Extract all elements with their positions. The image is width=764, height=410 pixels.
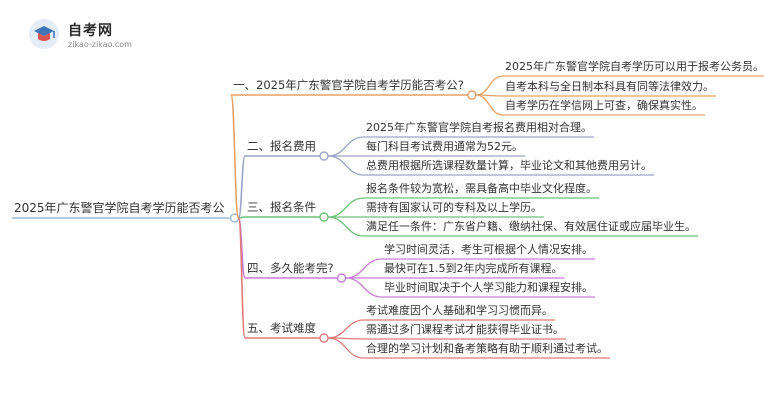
branch-5-leaf-3: 合理的学习计划和备考策略有助于顺利通过考试。 — [366, 342, 608, 355]
site-logo[interactable]: 自考网 zikao-zikao.com — [28, 18, 138, 58]
branch-5: 五、考试难度 — [247, 321, 316, 335]
branch-1-dot — [467, 90, 477, 100]
branch-1-leaf-3: 自考学历在学信网上可查，确保真实性。 — [505, 99, 703, 112]
branch-5-leaf-1-link — [327, 319, 365, 339]
branch-5-link — [237, 217, 246, 339]
branch-1-leaf-2: 自考本科与全日制本科具有同等法律效力。 — [505, 80, 714, 93]
branch-4-leaf-1-link — [345, 258, 383, 279]
branch-2-leaf-1: 2025年广东警官学院自考报名费用相对合理。 — [366, 121, 592, 134]
branch-3-leaf-2: 需持有国家认可的专科及以上学历。 — [366, 201, 542, 214]
branch-4-leaf-2: 最快可在1.5到2年内完成所有课程。 — [384, 262, 563, 275]
branch-1-leaf-1: 2025年广东警官学院自考学历可以用于报考公务员。 — [505, 60, 764, 73]
graduation-cap-icon — [29, 19, 59, 49]
branch-3-leaf-3: 满足任一条件：广东省户籍、缴纳社保、有效居住证或应届毕业生。 — [366, 220, 696, 233]
branch-2-link — [237, 155, 246, 219]
branch-5-leaf-2: 需通过多门课程考试才能获得毕业证书。 — [366, 323, 564, 336]
branch-5-leaf-3-link — [327, 337, 365, 359]
branch-1-link — [230, 94, 240, 219]
branch-1-leaf-1-link — [475, 75, 504, 96]
branch-3-leaf-3-link — [327, 216, 365, 237]
branch-4-leaf-3: 毕业时间取决于个人学习能力和课程安排。 — [384, 281, 593, 294]
branch-2-leaf-1-link — [327, 136, 365, 157]
branch-3: 三、报名条件 — [247, 200, 316, 214]
branch-5-dot — [319, 333, 329, 343]
branch-1: 一、2025年广东警官学院自考学历能否考公? — [233, 78, 464, 92]
branch-2-leaf-3: 总费用根据所选课程数量计算，毕业论文和其他费用另计。 — [366, 159, 652, 172]
branch-4: 四、多久能考完? — [247, 261, 334, 275]
branch-1-leaf-3-link — [475, 94, 504, 116]
root-node: 2025年广东警官学院自考学历能否考公 — [14, 201, 225, 215]
logo-subtitle: zikao-zikao.com — [68, 40, 132, 49]
branch-3-leaf-1: 报名条件较为宽松，需具备高中毕业文化程度。 — [366, 182, 597, 195]
branch-4-leaf-1: 学习时间灵活，考生可根据个人情况安排。 — [384, 243, 593, 256]
logo-title: 自考网 — [68, 23, 113, 39]
branch-3-dot — [319, 212, 329, 222]
branch-2-leaf-3-link — [327, 155, 365, 176]
branch-2-leaf-2: 每门科目考试费用通常为52元。 — [366, 140, 523, 153]
branch-2: 二、报名费用 — [247, 139, 316, 153]
branch-4-dot — [336, 273, 347, 283]
branch-5-leaf-1: 考试难度因个人基础和学习习惯而异。 — [366, 304, 553, 317]
branch-3-leaf-1-link — [327, 197, 365, 218]
branch-4-leaf-3-link — [345, 277, 383, 298]
branch-2-dot — [319, 151, 329, 161]
